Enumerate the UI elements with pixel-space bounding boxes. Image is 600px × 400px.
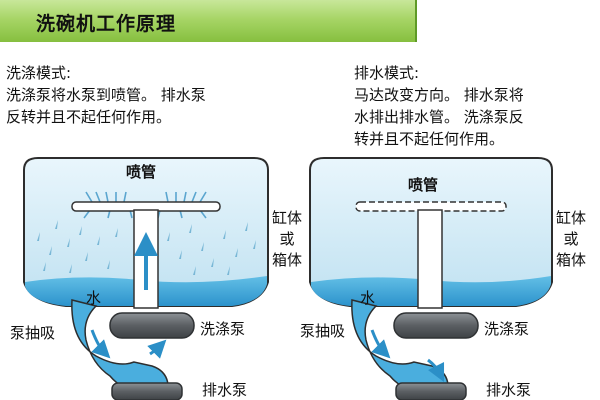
wash-water-label: 水 — [86, 289, 102, 307]
wash-pump-suction-label: 泵抽吸 — [10, 324, 56, 342]
drain-mode-line3: 转并且不起任何作用。 — [354, 130, 505, 148]
wash-mode-title: 洗涤模式: — [6, 64, 72, 82]
drain-drain-pump-label: 排水泵 — [486, 381, 532, 399]
drain-drain-pump — [395, 382, 467, 400]
spray-droplets — [37, 220, 256, 275]
drain-mode-line1: 马达改变方向。 排水泵将 — [354, 86, 524, 104]
wash-drain-pump-label: 排水泵 — [202, 381, 248, 399]
wash-tub-label: 缸体或箱体 — [272, 209, 303, 269]
drain-water-label: 水 — [360, 289, 376, 307]
drain-wash-pump-label: 洗涤泵 — [484, 320, 530, 338]
page-title: 洗碗机工作原理 — [36, 13, 177, 35]
drain-mode-title: 排水模式: — [354, 64, 420, 82]
drain-pipe — [417, 209, 443, 309]
wash-wash-pump-label: 洗涤泵 — [200, 320, 246, 338]
wash-diagram — [23, 157, 269, 400]
drain-spray-pipe-label: 喷管 — [408, 176, 439, 194]
drain-pump-suction-label: 泵抽吸 — [300, 322, 346, 340]
wash-mode-line2: 反转并且不起任何作用。 — [6, 108, 172, 126]
drain-diagram — [309, 157, 553, 400]
title-banner: 洗碗机工作原理 — [0, 0, 417, 42]
drain-wash-pump — [393, 312, 479, 339]
wash-mode-line1: 洗涤泵将水泵到喷管。 排水泵 — [6, 86, 206, 104]
drain-tub-label: 缸体或箱体 — [556, 209, 587, 269]
drain-mode-line2: 水排出排水管。 洗涤泵反 — [354, 108, 524, 126]
wash-pump — [109, 312, 195, 339]
wash-spray-pipe-label: 喷管 — [126, 163, 157, 181]
wash-drain-pump — [111, 382, 183, 400]
